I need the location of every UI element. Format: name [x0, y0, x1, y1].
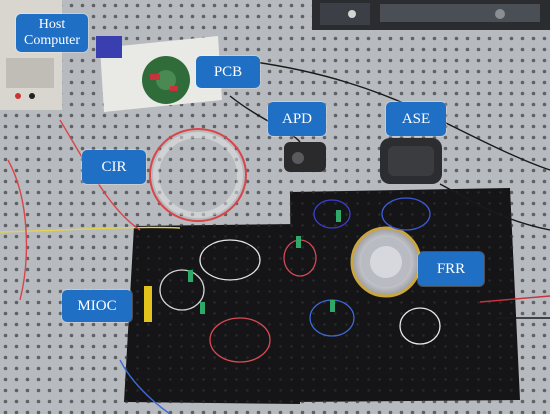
- apd-label: APD: [268, 102, 326, 136]
- host-computer-text: Host Computer: [24, 17, 80, 48]
- frr-text: FRR: [436, 260, 466, 277]
- pcb-assembly: [96, 36, 222, 112]
- fiber-loops: [159, 197, 441, 363]
- mioc-label: MIOC: [62, 290, 132, 322]
- mioc-text: MIOC: [77, 297, 117, 314]
- ase-label: ASE: [386, 102, 446, 136]
- apd-module: [284, 142, 326, 172]
- frr-plate: [290, 188, 520, 402]
- apd-text: APD: [281, 110, 312, 127]
- pcb-label: PCB: [196, 56, 260, 88]
- ase-module: [380, 138, 442, 184]
- cir-fiber-coil: [149, 128, 247, 222]
- ase-text: ASE: [401, 110, 431, 127]
- fiber-connectors: [188, 210, 341, 314]
- cir-label: CIR: [82, 150, 146, 184]
- mioc-chip: [144, 286, 152, 322]
- cir-text: CIR: [101, 158, 127, 175]
- oscilloscope: [312, 0, 550, 30]
- host-computer-label: Host Computer: [16, 14, 88, 52]
- power-supply: [0, 0, 62, 110]
- pcb-text: PCB: [213, 63, 243, 80]
- frr-resonator: [350, 226, 422, 298]
- frr-label: FRR: [418, 252, 484, 286]
